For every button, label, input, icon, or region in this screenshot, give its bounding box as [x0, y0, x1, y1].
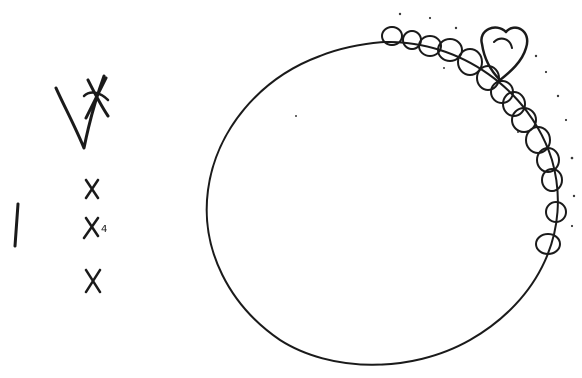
vertical-stroke [15, 204, 18, 246]
rim-bubbles [382, 27, 566, 254]
cross-mark-bottom [86, 270, 100, 292]
cross-mark-top [84, 78, 108, 118]
cross-mark-middle-1 [86, 180, 98, 198]
large-circle [207, 42, 558, 365]
cross-mark-middle-2 [84, 218, 98, 238]
subscript-label: 4 [101, 224, 107, 235]
check-mark-stroke [56, 76, 104, 148]
